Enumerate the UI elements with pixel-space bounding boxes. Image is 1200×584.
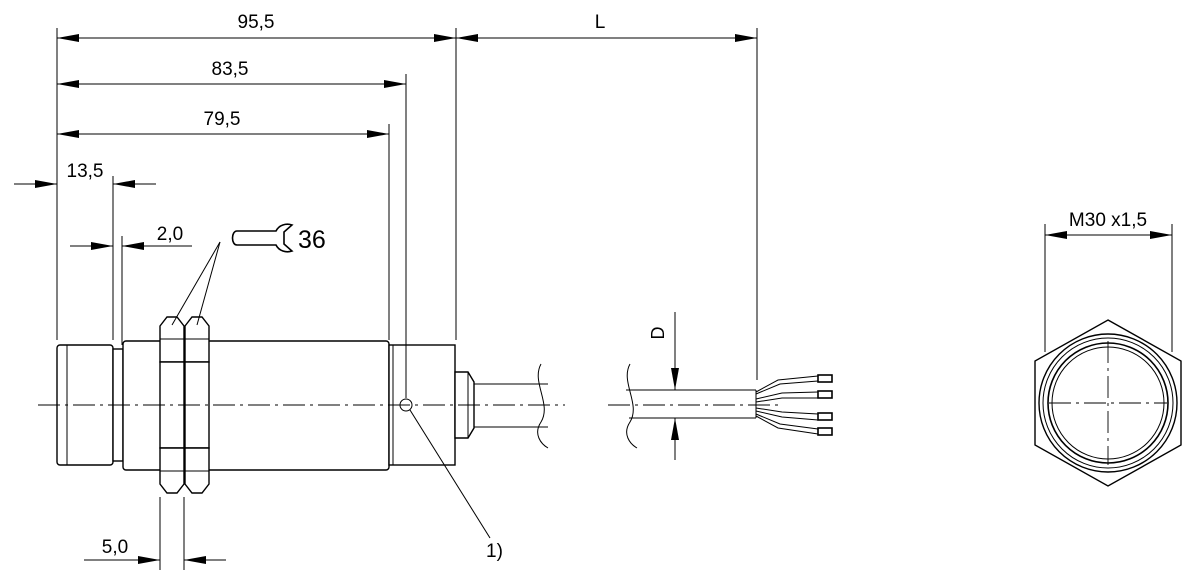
dimension-lines — [14, 28, 758, 570]
wrench-icon — [231, 223, 294, 253]
dim-cable-diameter: D — [648, 327, 668, 340]
dim-thread-length: 79,5 — [204, 109, 241, 130]
dim-thread-spec: M30 x1,5 — [1069, 210, 1147, 231]
dim-front-cap: 13,5 — [67, 161, 104, 182]
sensor-side-view — [38, 316, 833, 494]
sensor-end-view: M30 x1,5 — [1034, 210, 1182, 487]
dim-housing-length: 83,5 — [212, 59, 249, 80]
dim-gap: 2,0 — [157, 224, 183, 245]
dim-nut-thickness: 5,0 — [102, 537, 128, 558]
dim-overall-length: 95,5 — [238, 12, 275, 33]
cable-wires — [755, 374, 833, 436]
led-note-ref: 1) — [486, 541, 503, 562]
wrench-size: 36 — [298, 226, 326, 254]
dim-cable-length: L — [595, 12, 606, 33]
